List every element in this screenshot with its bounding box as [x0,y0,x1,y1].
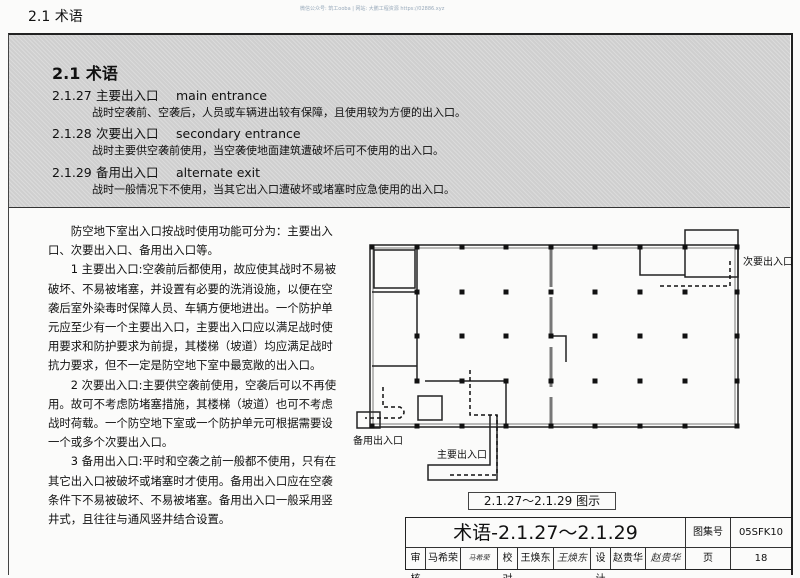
term-2-1-29: 2.1.29 备用出入口 alternate exit [52,162,260,181]
column [637,289,643,295]
column [414,333,420,339]
review-label: 审核 [406,548,426,578]
column [592,378,598,384]
column [548,378,554,384]
column [548,333,554,339]
column [503,333,509,339]
term-number: 2.1.27 [52,88,92,103]
column [637,244,643,250]
terms-box [9,35,790,208]
column [503,423,509,429]
room [373,249,416,289]
term-number: 2.1.28 [52,126,92,141]
check-label: 校对 [498,548,518,578]
figure-caption: 2.1.27～2.1.29 图示 [468,492,616,510]
term-definition: 战时主要供空袭前使用，当空袭使地面建筑遭破坏后可不使用的出入口。 [92,144,444,157]
column [414,244,420,250]
page-label: 页 [686,548,731,569]
column [637,333,643,339]
column [414,378,420,384]
drawing-title: 术语-2.1.27～2.1.29 [406,518,686,548]
term-en: alternate exit [176,165,261,180]
term-2-1-28: 2.1.28 次要出入口 secondary entrance [52,123,301,142]
column [637,423,643,429]
column [734,289,740,295]
column [592,244,598,250]
column [414,289,420,295]
paragraph: 防空地下室出入口按战时使用功能可分为：主要出入口、次要出入口、备用出入口等。 [48,224,333,258]
paragraph: 3 备用出入口:平时和空袭之前一般都不使用，只有在其它出入口被破坏或堵塞时才使用… [48,454,337,527]
column [369,423,375,429]
column [682,378,688,384]
page-frame [8,33,793,575]
column [503,289,509,295]
column [637,378,643,384]
term-definition: 战时一般情况下不使用，当其它出入口遭破坏或堵塞时应急使用的出入口。 [92,183,455,196]
atlas-label: 图集号 [686,518,731,548]
paragraph: 1 主要出入口:空袭前后都使用，故应使其战时不易被破坏、不易被堵塞，并设置有必要… [48,262,337,373]
title-block: 术语-2.1.27～2.1.29 图集号 05SFK10 审核 马希荣 马希荣 … [405,517,792,578]
alternate-exit-shaft [356,411,381,429]
watermark: 微信公众号: 筑工ooba | 网站: 大鹏工程资源 https://02886… [300,6,445,12]
secondary-route [660,260,731,287]
column [459,378,465,384]
column [548,244,554,250]
designer: 赵贵华 [611,548,646,569]
column [459,423,465,429]
column [459,244,465,250]
column [503,378,509,384]
checker: 王焕东 [518,548,554,569]
atlas-number: 05SFK10 [731,518,791,548]
terms-title: 2.1 术语 [52,64,118,83]
term-cn: 次要出入口 [96,126,159,141]
paragraph: 2 次要出入口:主要供空袭前使用，空袭后可以不再使用。故可不考虑防堵塞措施，其楼… [48,377,337,450]
column [682,333,688,339]
design-label: 设计 [591,548,611,578]
term-en: secondary entrance [176,126,301,141]
stair-room [684,229,739,278]
term-en: main entrance [176,88,268,103]
label-secondary-entrance: 次要出入口 [743,257,793,268]
column [682,289,688,295]
column [734,244,740,250]
section-header: 2.1 术语 [28,9,83,25]
reviewer: 马希荣 [426,548,461,569]
term-2-1-27: 2.1.27 主要出入口 main entrance [52,85,267,104]
designer-signature: 赵贵华 [646,548,686,569]
label-main-entrance: 主要出入口 [437,450,487,461]
term-cn: 主要出入口 [96,88,159,103]
reviewer-signature: 马希荣 [461,548,498,569]
page-number: 18 [754,553,768,564]
column [682,244,688,250]
term-definition: 战时空袭前、空袭后，人员或车辆进出较有保障，且使用较为方便的出入口。 [92,106,466,119]
explanation-text: 防空地下室出入口按战时使用功能可分为：主要出入口、次要出入口、备用出入口等。 1… [48,222,340,529]
column [592,289,598,295]
column [369,244,375,250]
column [734,378,740,384]
column [548,289,554,295]
term-cn: 备用出入口 [96,165,159,180]
column [592,333,598,339]
column [592,423,598,429]
column [414,423,420,429]
floor-plan [356,229,740,481]
column [734,423,740,429]
alternate-route [365,387,405,419]
column [459,289,465,295]
column [682,423,688,429]
column [548,423,554,429]
term-number: 2.1.29 [52,165,92,180]
column [734,333,740,339]
column [459,333,465,339]
main-route [450,370,498,476]
label-alternate-exit: 备用出入口 [353,436,403,447]
column [503,244,509,250]
checker-signature: 王焕东 [554,548,591,569]
